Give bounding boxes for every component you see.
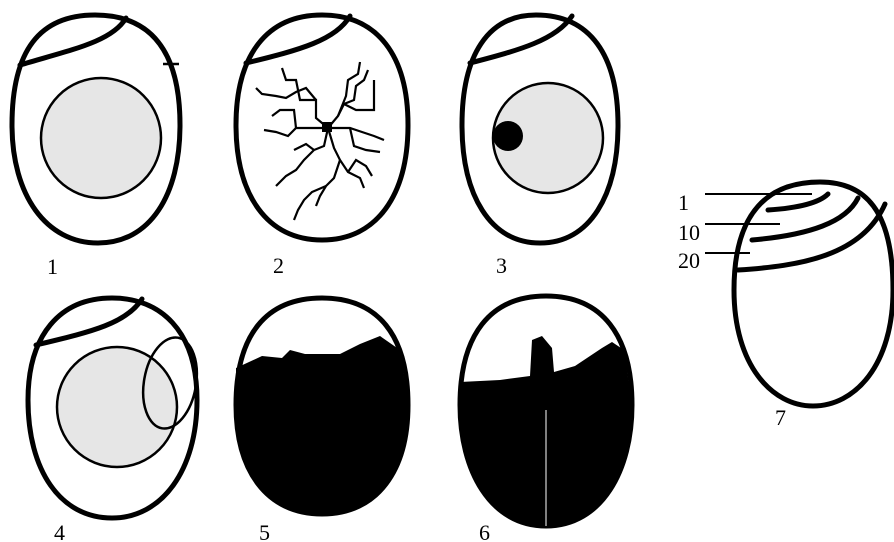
egg-2-vessel-knot [322,122,332,132]
egg-7-scale-20: 20 [678,248,700,273]
egg-7-scale-1: 1 [678,190,689,215]
egg-2-label: 2 [273,253,284,278]
egg-4-yolk [57,347,177,467]
egg-1-label: 1 [47,254,58,279]
egg-6-label: 6 [479,520,490,542]
egg-4: 4 [28,298,204,542]
egg-2: 2 [236,15,408,278]
egg-4-label: 4 [54,520,65,542]
egg-6: 6 [460,296,632,542]
egg-7: 1 10 20 7 [678,182,893,430]
egg-1: 1 [12,15,180,279]
egg-5-label: 5 [259,520,270,542]
egg-5: 5 [236,298,408,542]
egg-3: 3 [462,15,618,278]
egg-7-label: 7 [775,405,786,430]
egg-7-shell [734,182,893,406]
egg-3-dark-spot [493,121,523,151]
egg-5-dark-contents [236,336,408,514]
egg-3-label: 3 [496,253,507,278]
egg-7-scale-10: 10 [678,220,700,245]
egg-1-yolk [41,78,161,198]
